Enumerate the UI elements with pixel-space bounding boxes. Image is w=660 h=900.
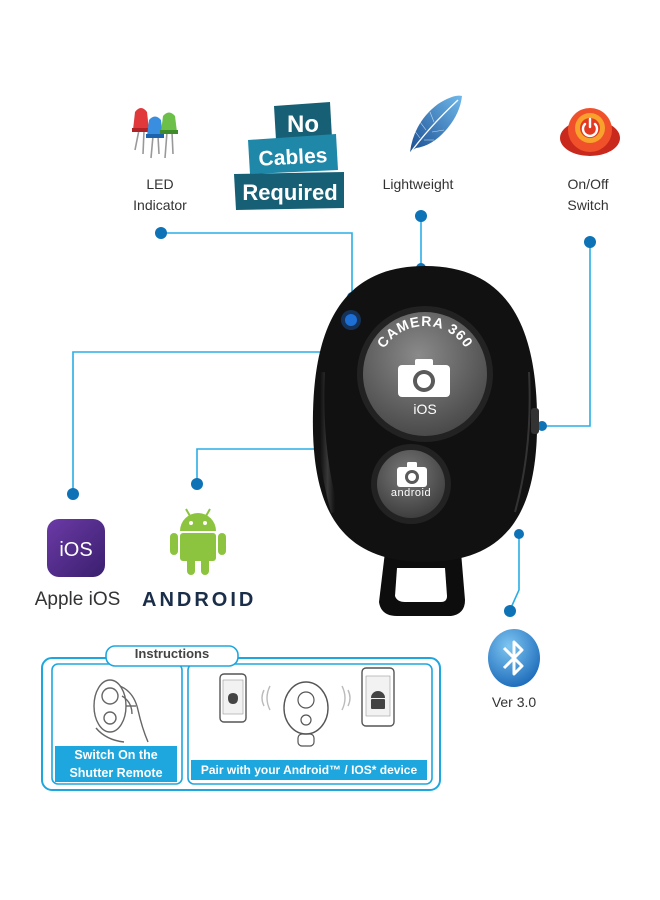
no-cables-line1: No [287, 111, 319, 138]
instructions-frame [41, 645, 441, 791]
iphone-icon [219, 673, 247, 723]
step1-caption-line1: Switch On the [74, 748, 158, 762]
led-label-line2: Indicator [133, 197, 187, 213]
small-camera-icon [397, 462, 427, 487]
instructions-title: Instructions [134, 646, 210, 661]
ios-app-icon: iOS [47, 519, 105, 577]
onoff-label-line1: On/Off [567, 176, 609, 192]
ios-tile-text: iOS [59, 539, 92, 561]
onoff-connector-dot [584, 236, 596, 248]
no-cables-line3: Required [242, 180, 337, 205]
bluetooth-target-dot [514, 529, 524, 539]
onoff-label: On/Off Switch [548, 174, 628, 216]
big-button-ios-text: iOS [413, 401, 436, 417]
onoff-target-dot [537, 421, 547, 431]
led-label: LED Indicator [120, 174, 200, 216]
android-phone-icon [361, 667, 395, 727]
android-wordmark: ANDROID [142, 589, 257, 611]
android-connector-dot [191, 478, 203, 490]
camera-icon [398, 359, 450, 397]
android-robot-icon [170, 508, 226, 575]
lightweight-label: Lightweight [382, 176, 454, 192]
bluetooth-connector-dot [504, 605, 516, 617]
bluetooth-version-label: Ver 3.0 [491, 694, 537, 710]
pairing-illustration [219, 667, 395, 747]
apple-ios-label: Apple iOS [34, 589, 121, 610]
shutter-remote: CAMERA 360 iOS android [312, 266, 539, 616]
small-remote-icon [283, 681, 329, 747]
onoff-label-line2: Switch [567, 197, 609, 213]
small-button-text: android [391, 487, 431, 499]
ios-connector-dot [67, 488, 79, 500]
bluetooth-icon [488, 629, 540, 687]
led-connector-dot [155, 227, 167, 239]
power-button-icon [560, 108, 620, 156]
feather-icon [407, 95, 462, 157]
no-cables-badge: No Cables Required [234, 102, 344, 210]
step2-caption: Pair with your Android™ / IOS* device [191, 760, 427, 780]
step1-caption: Switch On the Shutter Remote [55, 746, 177, 782]
hand-holding-remote-illustration [93, 679, 149, 743]
lightweight-connector-dot [415, 210, 427, 222]
no-cables-line2: Cables [258, 144, 328, 171]
led-icon [132, 108, 178, 159]
led-label-line1: LED [146, 176, 174, 192]
step1-caption-line2: Shutter Remote [69, 766, 163, 780]
